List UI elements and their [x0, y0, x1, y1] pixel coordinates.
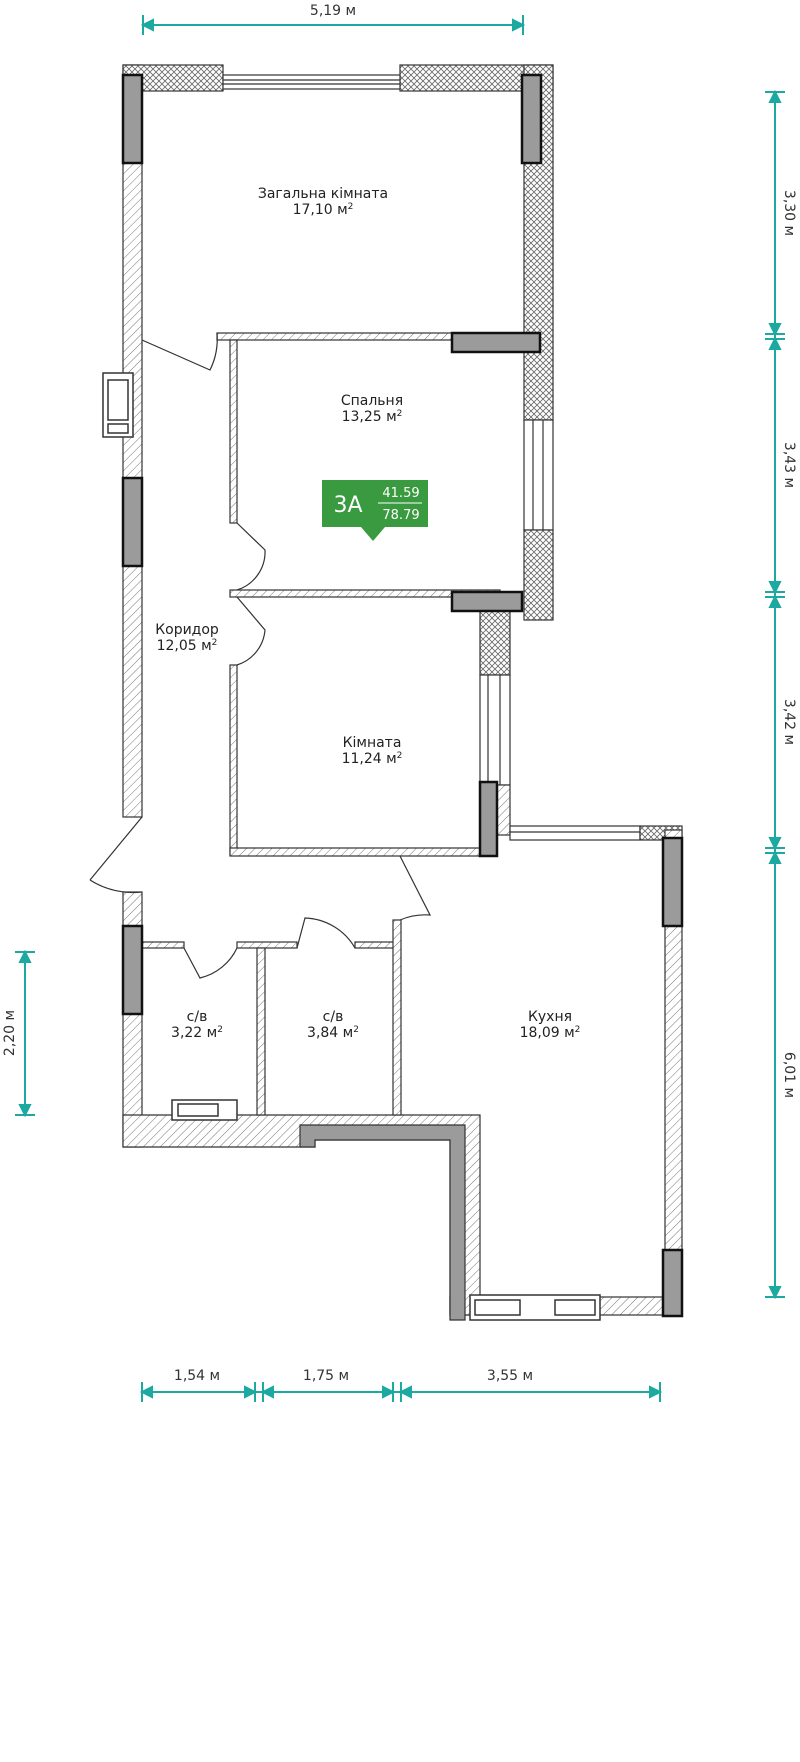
- badge-3a: 3А 41.59 78.79: [322, 480, 428, 541]
- dim-right-2: 3,43 м: [781, 442, 797, 488]
- dim-right-1: 3,30 м: [781, 190, 797, 236]
- dim-right-3: 3,42 м: [781, 699, 797, 745]
- room-kitchen-area: 18,09 м2: [520, 1025, 581, 1041]
- room-room-area: 11,24 м2: [342, 751, 403, 767]
- columns: [121, 73, 684, 1318]
- room-bedroom-name: Спальня: [341, 393, 403, 409]
- walls: [122, 64, 683, 1321]
- room-living-name: Загальна кімната: [258, 186, 388, 202]
- dim-top-width: 5,19 м: [310, 3, 356, 19]
- room-corridor-name: Коридор: [155, 622, 219, 638]
- badge-total-area: 78.79: [382, 508, 419, 523]
- room-living-area: 17,10 м2: [293, 202, 354, 218]
- dim-right-4: 6,01 м: [781, 1052, 797, 1098]
- room-room-name: Кімната: [343, 735, 402, 751]
- dim-bottom-3: 3,55 м: [487, 1368, 533, 1384]
- room-wc1-name: с/в: [187, 1009, 208, 1025]
- dim-bottom-2: 1,75 м: [303, 1368, 349, 1384]
- dim-left: 2,20 м: [2, 1010, 18, 1056]
- room-labels: Загальна кімната 17,10 м2 Спальня 13,25 …: [155, 186, 580, 1041]
- room-wc2-name: с/в: [323, 1009, 344, 1025]
- dim-bottom-1: 1,54 м: [174, 1368, 220, 1384]
- fixtures: [102, 372, 601, 1321]
- room-kitchen-name: Кухня: [528, 1009, 572, 1025]
- room-corridor-area: 12,05 м2: [157, 638, 218, 654]
- badge-type: 3А: [333, 493, 362, 518]
- room-wc2-area: 3,84 м2: [307, 1025, 359, 1041]
- doors: [89, 332, 432, 979]
- badge-living-area: 41.59: [382, 486, 419, 501]
- dimension-labels: 5,19 м 3,30 м 3,43 м 3,42 м 6,01 м 2,20 …: [2, 3, 797, 1384]
- room-bedroom-area: 13,25 м2: [342, 409, 403, 425]
- dimension-lines: [15, 15, 785, 1402]
- room-wc1-area: 3,22 м2: [171, 1025, 223, 1041]
